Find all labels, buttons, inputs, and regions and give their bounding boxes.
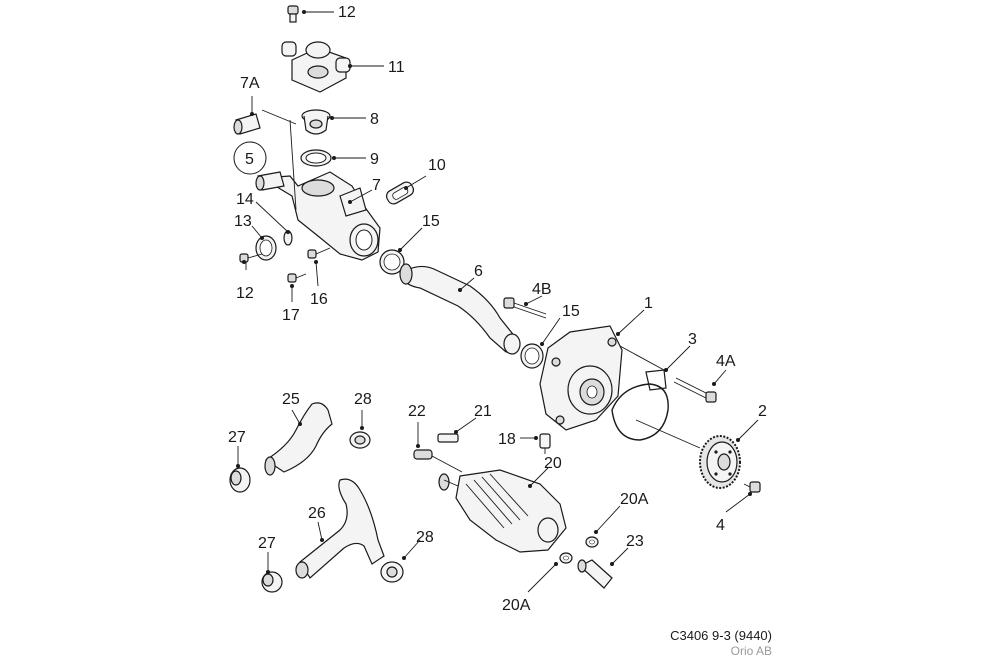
- label-5: 5: [245, 151, 254, 168]
- label-1: 1: [644, 295, 653, 312]
- part-5-reference-circle: [233, 141, 267, 175]
- part-28-clamp-top: [349, 431, 371, 449]
- part-13-14-oring: [255, 230, 293, 261]
- part-4b-bolt: [503, 297, 547, 319]
- label-7: 7: [372, 177, 381, 194]
- part-27-clamp-bottom: [261, 571, 283, 593]
- label-27-lower: 27: [258, 535, 276, 552]
- label-7a: 7A: [240, 75, 260, 92]
- part-18-sensor: [539, 433, 551, 454]
- label-23: 23: [626, 533, 644, 550]
- part-25-hose: [264, 402, 333, 476]
- label-26: 26: [308, 505, 326, 522]
- part-11-thermostat-cover: [281, 41, 351, 93]
- part-2-pulley: [699, 435, 741, 489]
- label-12-left: 12: [236, 285, 254, 302]
- label-21: 21: [474, 403, 492, 420]
- part-20a-washer-upper: [585, 536, 599, 548]
- part-16-bolt: [307, 247, 331, 259]
- label-20a-upper: 20A: [620, 491, 649, 508]
- label-3: 3: [688, 331, 697, 348]
- copyright-note: Orio AB: [730, 644, 772, 658]
- label-8: 8: [370, 111, 379, 128]
- part-9-seal-ring: [300, 149, 332, 167]
- part-4a-bolt: [673, 377, 717, 403]
- part-17-bolt: [287, 273, 307, 283]
- part-21-sensor: [437, 433, 459, 443]
- label-6: 6: [474, 263, 483, 280]
- part-26-hose: [295, 478, 385, 579]
- label-15-upper: 15: [422, 213, 440, 230]
- label-18: 18: [498, 431, 516, 448]
- label-20: 20: [544, 455, 562, 472]
- label-9: 9: [370, 151, 379, 168]
- part-6-coolant-pipe: [399, 263, 521, 355]
- part-15-oring-left: [379, 249, 405, 275]
- label-20a-lower: 20A: [502, 597, 531, 614]
- part-10-gasket: [385, 181, 415, 205]
- label-2: 2: [758, 403, 767, 420]
- part-7-thermostat-housing: [255, 171, 381, 261]
- label-25: 25: [282, 391, 300, 408]
- part-3-pump-gasket: [611, 369, 669, 441]
- label-10: 10: [428, 157, 446, 174]
- label-4b: 4B: [532, 281, 552, 298]
- label-28-upper: 28: [354, 391, 372, 408]
- label-13: 13: [234, 213, 252, 230]
- label-14: 14: [236, 191, 254, 208]
- part-23-pipe: [577, 559, 613, 589]
- label-12-top: 12: [338, 4, 356, 21]
- part-12-bolt-top: [287, 5, 299, 23]
- label-17: 17: [282, 307, 300, 324]
- figure-code: C3406 9-3 (9440): [670, 628, 772, 643]
- label-4a: 4A: [716, 353, 736, 370]
- label-22: 22: [408, 403, 426, 420]
- part-22-fitting: [413, 449, 433, 460]
- label-27-upper: 27: [228, 429, 246, 446]
- figure-caption: C3406 9-3 (9440) Orio AB: [670, 627, 772, 659]
- label-4: 4: [716, 517, 725, 534]
- part-20a-washer-lower: [559, 552, 573, 564]
- part-15-oring-right: [520, 343, 544, 369]
- label-28-lower: 28: [416, 529, 434, 546]
- leader-lines: [236, 10, 759, 593]
- label-11: 11: [388, 59, 405, 76]
- label-15-lower: 15: [562, 303, 580, 320]
- part-27-clamp-top: [229, 467, 251, 493]
- part-7a-pipe: [233, 113, 261, 135]
- label-16: 16: [310, 291, 328, 308]
- part-20-oil-cooler: [438, 469, 567, 553]
- part-1-water-pump: [539, 325, 623, 431]
- part-8-thermostat: [301, 109, 331, 135]
- part-4-bolt: [743, 481, 761, 493]
- part-28-clamp-bottom: [380, 561, 404, 583]
